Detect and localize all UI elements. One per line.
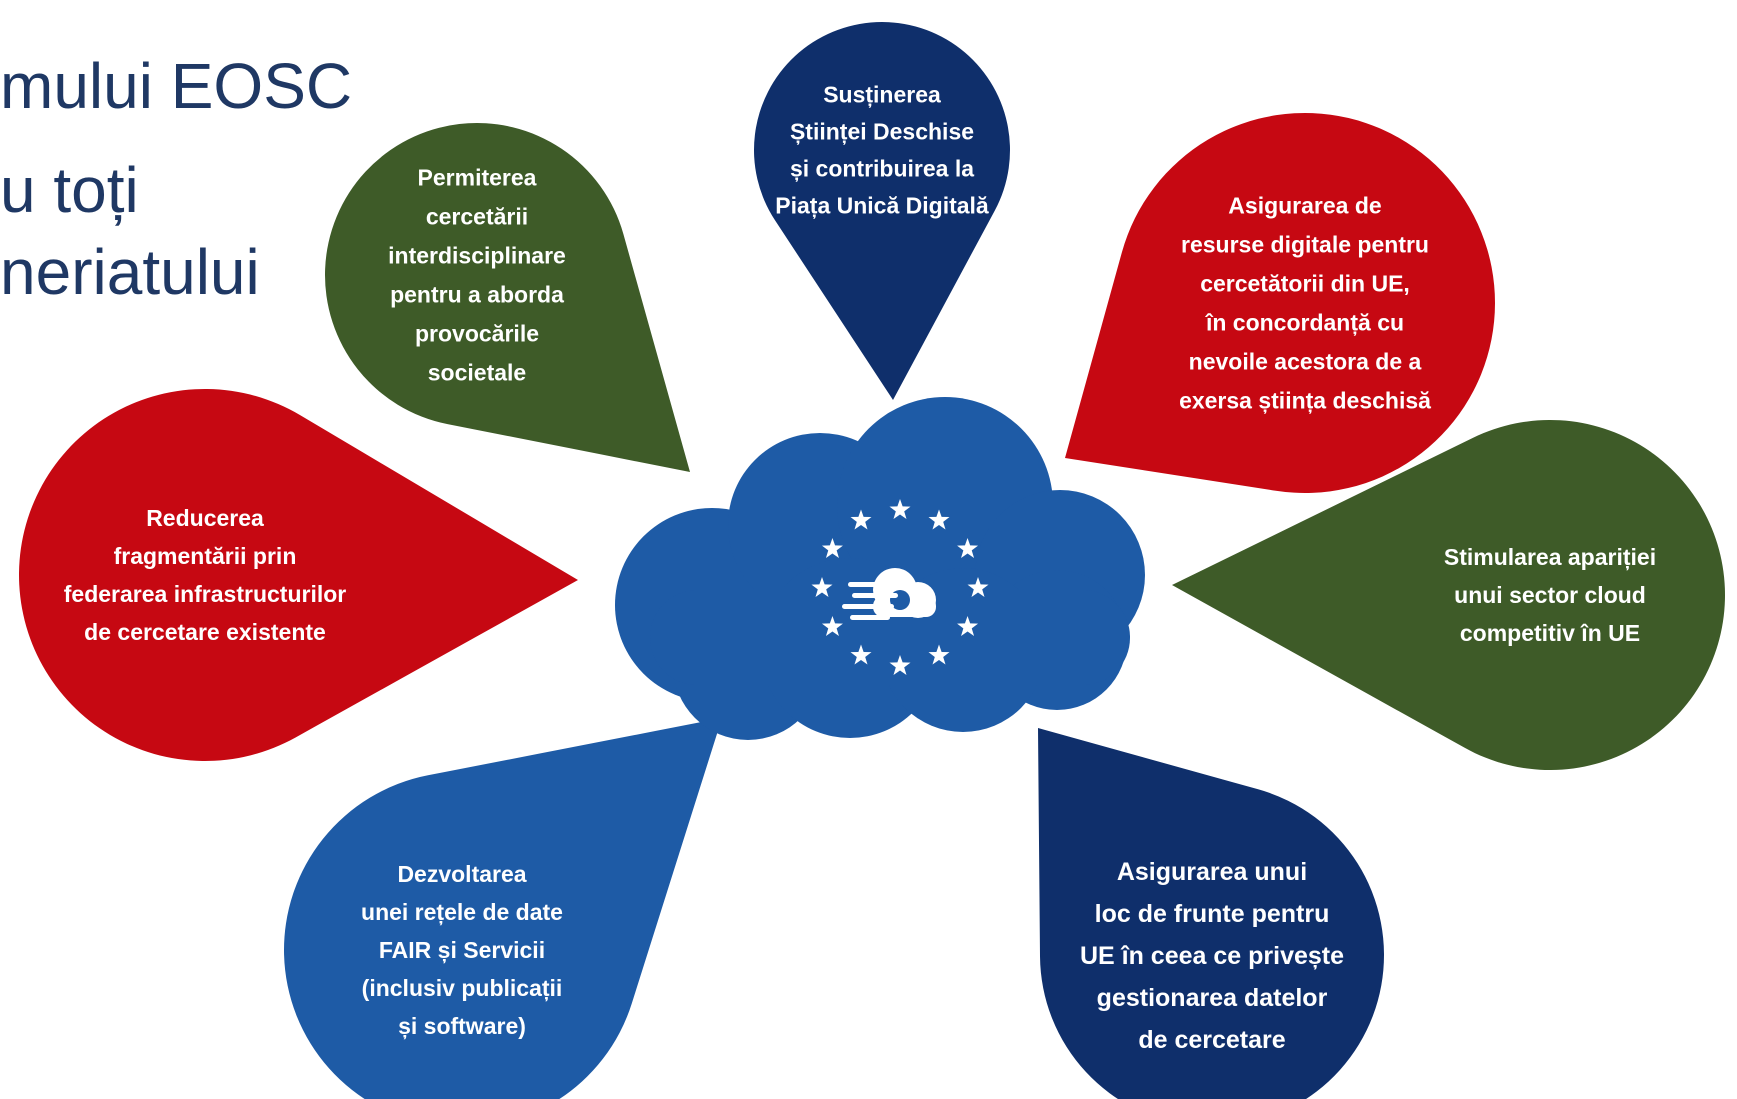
bubble-fragmentation: Reducerea fragmentării prin federarea infr…: [19, 388, 578, 761]
bubble-shape: [19, 388, 578, 761]
bubble-text-line: Reducerea: [146, 505, 264, 531]
cloud-base: [650, 590, 1130, 685]
bubble-text-line: fragmentării prin: [114, 543, 297, 569]
bubble-text-line: gestionarea datelor: [1097, 984, 1328, 1012]
bubble-digital-resources: Asigurarea de resurse digitale pentru cerc…: [1065, 113, 1495, 493]
bubble-shape: [1172, 420, 1725, 770]
bubble-text-line: pentru a aborda: [390, 282, 564, 308]
bubble-text-line: Piața Unică Digitală: [775, 193, 989, 220]
bubble-text-line: Permiterea: [418, 165, 537, 191]
background-text-line-1: mului EOSC: [0, 50, 353, 122]
eu-cloud-icon: [615, 397, 1145, 740]
bubble-text-line: unui sector cloud: [1454, 582, 1646, 608]
bubble-text-line: Stimularea apariției: [1444, 544, 1656, 571]
bubble-shape: [284, 718, 722, 1099]
bubble-text-line: cercetării: [426, 204, 528, 230]
bubble-text-line: Științei Deschise: [790, 119, 974, 146]
mini-cloud-icon: [842, 568, 936, 620]
bubble-text-line: unei rețele de date: [361, 899, 563, 926]
bubble-text-line: Susținerea: [823, 82, 941, 109]
bubble-text-line: exersa știința deschisă: [1179, 388, 1431, 415]
bubble-data-management: Asigurarea unui loc de frunte pentru UE în…: [1038, 728, 1384, 1099]
bubble-text-line: cercetătorii din UE,: [1200, 271, 1410, 297]
bubble-text-line: (inclusiv publicații: [362, 975, 563, 1002]
bubble-text-line: în concordanță cu: [1205, 310, 1404, 337]
bubble-text-line: și software): [398, 1013, 526, 1040]
bubble-shape: [1065, 113, 1495, 493]
bubble-text-line: Asigurarea unui: [1117, 858, 1307, 886]
bubble-text-line: provocările: [415, 321, 539, 347]
bubble-shape: [754, 22, 1010, 400]
bubble-text-line: nevoile acestora de a: [1189, 349, 1422, 375]
bubble-cloud-sector: Stimularea apariției unui sector cloud com…: [1172, 420, 1725, 770]
bubble-interdisciplinary: Permiterea cercetării interdisciplinare pen…: [325, 123, 690, 472]
bubble-text-line: de cercetare: [1138, 1026, 1285, 1054]
bubble-text-line: UE în ceea ce privește: [1080, 942, 1344, 970]
bubble-text-line: resurse digitale pentru: [1181, 232, 1429, 258]
bubble-text-line: loc de frunte pentru: [1095, 900, 1330, 928]
bubble-text-line: competitiv în UE: [1460, 620, 1640, 646]
bubble-text-line: de cercetare existente: [84, 619, 326, 645]
bubble-shape: [1038, 728, 1384, 1099]
bubble-text-line: Asigurarea de: [1228, 193, 1381, 219]
background-text-line-3: neriatului: [0, 236, 260, 308]
bubble-text-line: Dezvoltarea: [397, 861, 526, 887]
bubble-text-line: federarea infrastructurilor: [64, 581, 347, 607]
bubble-text-line: societale: [428, 360, 526, 386]
bubble-shape: [325, 123, 690, 472]
background-text-line-2: u toți: [0, 154, 139, 226]
bubble-text-line: FAIR și Servicii: [379, 937, 545, 964]
bubble-text-line: interdisciplinare: [388, 243, 566, 269]
bubble-text-line: și contribuirea la: [790, 156, 974, 183]
